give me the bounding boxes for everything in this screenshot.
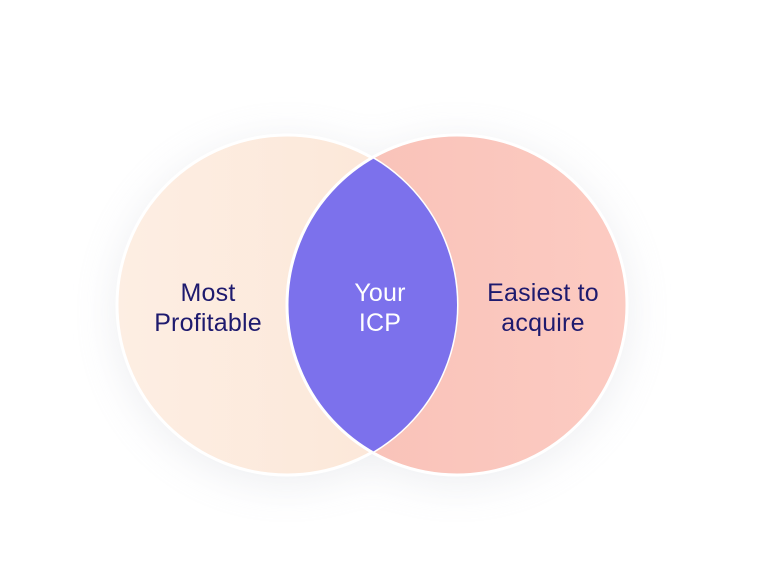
right-set-label-line1: Easiest to (487, 279, 599, 307)
right-set-label-line2: acquire (501, 309, 585, 337)
lens-outline (285, 135, 457, 475)
left-set-label: Most Profitable (128, 278, 288, 338)
left-set-label-line1: Most (180, 279, 236, 307)
right-set-label: Easiest to acquire (463, 278, 623, 338)
intersection-label: Your ICP (315, 278, 445, 338)
intersection-label-line1: Your (354, 279, 406, 307)
intersection-label-line2: ICP (358, 309, 402, 337)
intersection-lens (287, 135, 457, 475)
left-set-label-line2: Profitable (154, 309, 262, 337)
